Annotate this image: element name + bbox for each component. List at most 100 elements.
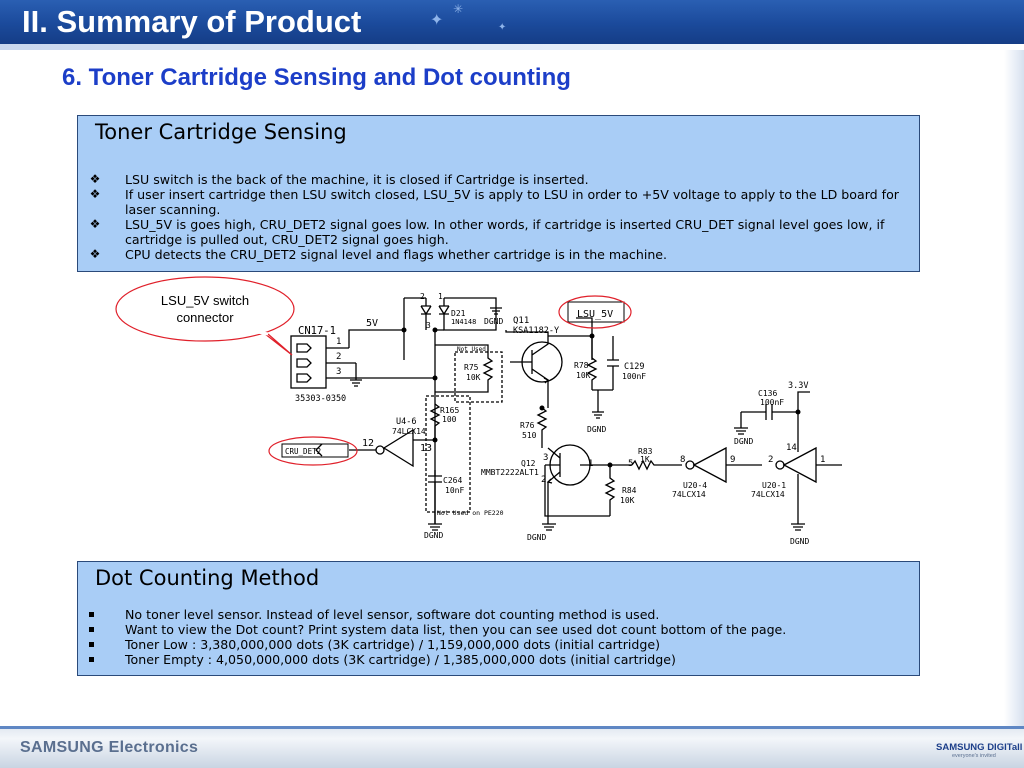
page-title: II. Summary of Product [22,4,362,39]
v33-label: 3.3V [788,381,808,391]
r76-value: 510 [522,431,537,440]
pin-label: 14 [786,443,797,453]
footer-brand: SAMSUNG Electronics [20,739,199,756]
cru-det2-box [281,443,349,458]
pin-label: 8 [680,455,685,465]
right-edge [1004,50,1024,726]
connector-body [290,335,327,389]
list-item: ❖LSU switch is the back of the machine, … [89,172,589,187]
capacitor-c129 [591,336,619,390]
connector-part-label: 35303-0350 [295,394,346,404]
header-bar [0,0,1024,44]
pin-label: 1 [588,459,593,469]
v5-label: 5V [366,318,378,329]
r75-not-used-box [454,351,503,403]
d21-label: D21 [451,309,466,318]
resistor-r165 [429,403,441,440]
footer-bar [0,726,1024,768]
dgnd-label: DGND [587,425,606,434]
resistor-r76 [536,407,548,448]
q11-part-label: KSA1182-Y [513,326,559,336]
list-item: Toner Empty : 4,050,000,000 dots (3K car… [88,652,905,667]
diode-d21-left [404,297,432,330]
pin-label: 3 [336,367,341,377]
not-used-pe220-label: Not Used on PE220 [437,509,504,517]
r84-label: R84 [622,486,637,495]
diode-d21-right [438,298,497,331]
cru-det2-highlight [268,436,358,466]
r78-label: R78 [574,361,589,370]
pin-label: 3 [543,453,548,463]
pin-label: 13 [420,443,432,454]
sparkle-icon: ✳ [453,2,464,16]
list-item: ❖CPU detects the CRU_DET2 signal level a… [89,247,668,262]
square-bullet-icon [89,657,94,662]
callout-bubble: LSU_5V switch connector [115,276,295,356]
pin-label: 3 [426,321,431,330]
c264-value: 10nF [445,486,464,495]
list-item: Toner Low : 3,380,000,000 dots (3K cartr… [88,637,905,652]
pin-label: 2 [768,455,773,465]
dgnd-label: DGND [790,537,809,546]
resistor-r84 [544,465,616,517]
resistor-r75 [435,344,494,393]
list-item: No toner level sensor. Instead of level … [88,607,905,622]
lsu-5v-highlight [558,295,632,329]
cru-det2-label: CRU_DET2 [285,447,321,456]
sensing-bullets: ❖LSU switch is the back of the machine, … [88,172,905,262]
buffer-u4-6 [382,428,435,468]
q11-label: Q11 [513,316,529,326]
connector-leads [326,347,349,379]
diamond-bullet-icon: ❖ [89,217,101,231]
lsu-5v-box [567,301,625,323]
dgnd-label: DGND [527,533,546,542]
dot-counting-bullets: No toner level sensor. Instead of level … [88,607,905,667]
dgnd-label: DGND [734,437,753,446]
pin-label: 1 [438,292,443,301]
not-used-pe220-box [425,395,471,513]
buffer-u20-1 [782,446,817,484]
u20-1-label: U20-1 [762,481,786,490]
pin-label: 1 [336,337,341,347]
dgnd-label: DGND [424,531,443,540]
u20-4-label: U20-4 [683,481,707,490]
square-bullet-icon [89,642,94,647]
sensing-panel: Toner Cartridge Sensing ❖LSU switch is t… [77,115,920,272]
q12-part-label: MMBT2222ALT1 [481,468,539,477]
r75-label: R75 [464,363,479,372]
c129-value: 100nF [622,372,646,381]
pin-label: 2 [541,475,546,485]
u20-1-part-label: 74LCX14 [751,490,785,499]
c136-label: C136 [758,389,777,398]
r78-value: 10K [576,371,591,380]
pin-label: 2 [336,352,341,362]
r165-label: R165 [440,406,459,415]
c129-label: C129 [624,362,644,372]
dot-counting-heading: Dot Counting Method [95,566,320,590]
u20-4-part-label: 74LCX14 [672,490,706,499]
diamond-bullet-icon: ❖ [89,187,101,201]
pin-label: 12 [362,438,374,449]
callout-line1: LSU_5V switch [161,293,249,308]
resistor-r83 [631,459,682,471]
callout-line2: connector [176,310,234,325]
c136-value: 100nF [760,398,784,407]
footer-divider [0,726,1024,729]
sparkle-icon: ✦ [498,22,507,33]
not-used-label: Not Used [457,346,486,353]
logo-line2: everyone's invited [952,753,996,759]
pin-label: 2 [420,292,425,301]
list-item: ❖If user insert cartridge then LSU switc… [89,187,899,217]
r75-value: 10K [466,373,481,382]
sparkle-icon: ✦ [430,10,444,29]
buffer-u20-4 [692,446,727,484]
c264-label: C264 [443,476,462,485]
capacitor-c136 [740,391,810,428]
list-item: ❖LSU_5V is goes high, CRU_DET2 signal go… [89,217,885,247]
r83-label: R83 [638,447,653,456]
lsu-5v-label: LSU_5V [577,309,613,320]
r76-label: R76 [520,421,535,430]
r83-value: 1K [640,455,650,464]
square-bullet-icon [89,612,94,617]
